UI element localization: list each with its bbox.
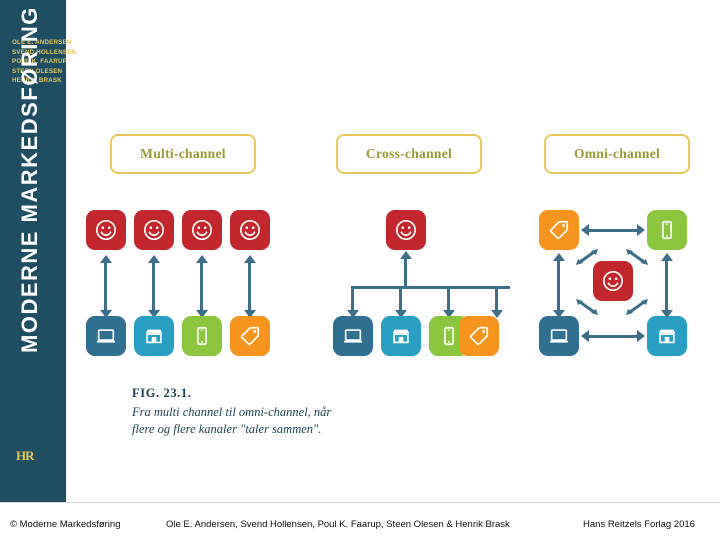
column-header-cross-channel: Cross-channel [336, 134, 482, 174]
connector-horizontal [589, 228, 637, 232]
arrow-diagonal-upright-icon [626, 249, 648, 265]
spine-book-title: MODERNE MARKEDSFØRING [17, 6, 42, 353]
channel-node-laptop [539, 316, 579, 356]
arrow-down-icon [147, 310, 160, 318]
connector-vertical [399, 286, 402, 310]
spine-author: SVEND HOLLENSEN [12, 48, 77, 56]
connector-horizontal [351, 286, 510, 289]
arrow-right-icon [637, 224, 645, 236]
channel-node-tag [459, 316, 499, 356]
customer-node-smiley [134, 210, 174, 250]
connector-vertical [200, 262, 203, 310]
arrow-down-icon [346, 310, 359, 318]
price-tag-icon [240, 326, 260, 346]
channel-node-mobile [647, 210, 687, 250]
connector-vertical [557, 260, 560, 310]
arrow-down-icon [99, 310, 112, 318]
customer-node-smiley [230, 210, 270, 250]
arrow-down-icon [195, 310, 208, 318]
arrow-down-icon [243, 310, 256, 318]
connector-vertical [351, 286, 354, 310]
laptop-icon [96, 329, 116, 343]
arrow-up-icon [147, 255, 160, 263]
smiley-face-icon [96, 220, 116, 240]
smiley-face-icon [144, 220, 164, 240]
arrow-up-icon [195, 255, 208, 263]
arrow-diagonal-downleft-icon [576, 299, 598, 315]
arrow-down-icon [490, 310, 503, 318]
smiley-face-icon [192, 220, 212, 240]
customer-node-smiley [86, 210, 126, 250]
connector-vertical [495, 286, 498, 310]
publisher-logo: HR [16, 448, 34, 463]
channel-node-laptop [86, 316, 126, 356]
channel-node-store [134, 316, 174, 356]
arrow-down-icon [660, 310, 673, 318]
store-shop-icon [392, 329, 410, 344]
spine-author: STEEN OLESEN [12, 67, 63, 75]
smiley-face-icon [603, 271, 623, 291]
arrow-up-icon [552, 253, 565, 261]
figure-number: FIG. 23.1. [132, 386, 192, 400]
channel-node-mobile [182, 316, 222, 356]
column-header-omni-channel: Omni-channel [544, 134, 690, 174]
customer-node-smiley [593, 261, 633, 301]
footer-authors: Ole E. Andersen, Svend Hollensen, Poul K… [166, 519, 510, 530]
channel-node-store [647, 316, 687, 356]
arrow-down-icon [552, 310, 565, 318]
arrow-up-icon [660, 253, 673, 261]
footer-publisher: Hans Reitzels Forlag 2016 [583, 519, 695, 530]
arrow-up-icon [399, 251, 412, 259]
price-tag-icon [469, 326, 489, 346]
channel-node-tag [230, 316, 270, 356]
channel-node-store [381, 316, 421, 356]
smiley-face-icon [396, 220, 416, 240]
laptop-icon [343, 329, 363, 343]
connector-vertical [152, 262, 155, 310]
arrow-up-icon [243, 255, 256, 263]
footer-copyright: © Moderne Markedsføring [10, 519, 121, 530]
spine-author: POUL K. FAARUP [12, 58, 67, 65]
laptop-icon [549, 329, 569, 343]
connector-horizontal [589, 334, 637, 338]
arrow-diagonal-upleft-icon [576, 249, 598, 265]
book-spine: OLE E. ANDERSEN SVEND HOLLENSEN POUL K. … [0, 0, 77, 502]
connector-vertical [404, 258, 407, 288]
customer-node-smiley [182, 210, 222, 250]
column-header-multi-channel: Multi-channel [110, 134, 256, 174]
arrow-down-icon [394, 310, 407, 318]
connector-vertical [447, 286, 450, 310]
figure-caption: FIG. 23.1. Fra multi channel til omni-ch… [132, 386, 352, 437]
arrow-diagonal-downright-icon [626, 299, 648, 315]
spine-author: HENRIK BRASK [12, 77, 62, 84]
mobile-phone-icon [444, 326, 454, 346]
mobile-phone-icon [197, 326, 207, 346]
spine-author-list: OLE E. ANDERSEN SVEND HOLLENSEN POUL K. … [12, 38, 77, 86]
connector-vertical [665, 260, 668, 310]
footer-divider [0, 502, 720, 503]
channel-node-tag [539, 210, 579, 250]
store-shop-icon [145, 329, 163, 344]
arrow-down-icon [442, 310, 455, 318]
arrow-left-icon [581, 224, 589, 236]
arrow-right-icon [637, 330, 645, 342]
connector-vertical [104, 262, 107, 310]
arrow-up-icon [99, 255, 112, 263]
spine-author: OLE E. ANDERSEN [12, 39, 72, 46]
customer-node-smiley [386, 210, 426, 250]
figure-caption-text: Fra multi channel til omni-channel, når … [132, 405, 332, 436]
smiley-face-icon [240, 220, 260, 240]
connector-vertical [248, 262, 251, 310]
arrow-left-icon [581, 330, 589, 342]
price-tag-icon [549, 220, 569, 240]
mobile-phone-icon [662, 220, 672, 240]
store-shop-icon [658, 329, 676, 344]
channel-node-laptop [333, 316, 373, 356]
